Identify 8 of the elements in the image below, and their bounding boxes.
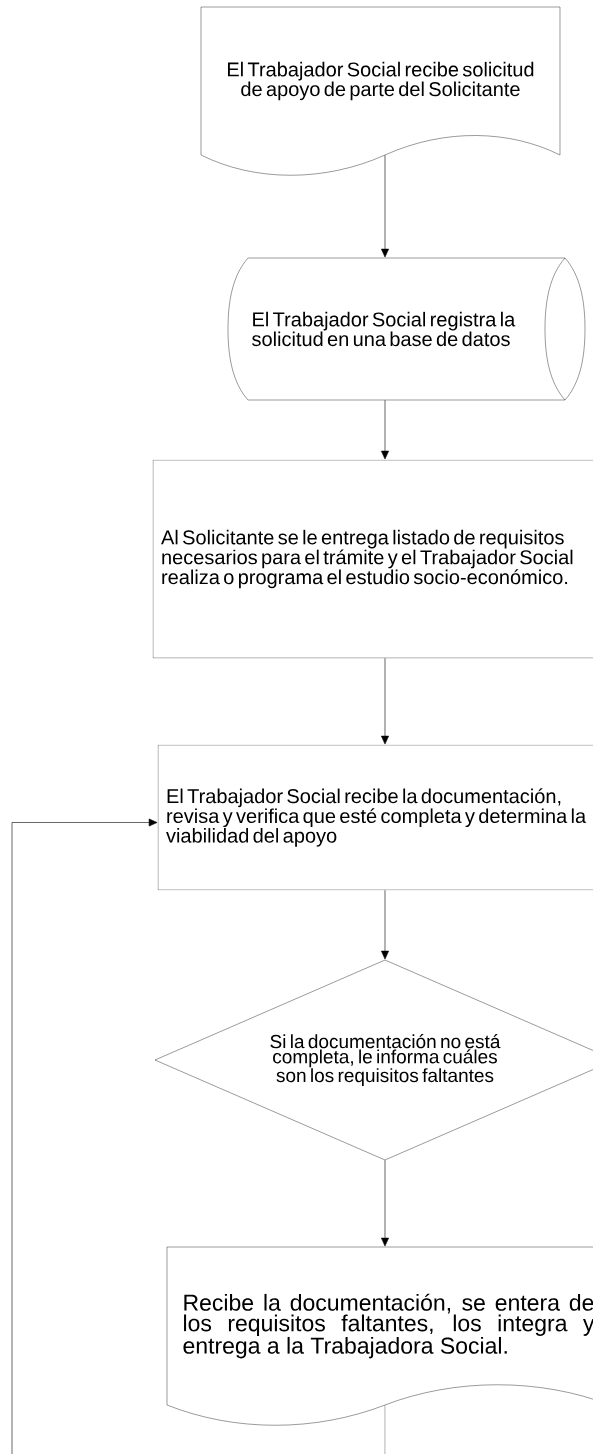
arrow xyxy=(381,154,389,258)
arrow xyxy=(381,1159,389,1247)
arrow xyxy=(381,399,389,460)
process-box: Al Solicitante se le entrega listado de requisitos necesarios para el trámite y el Trabajador Social realiza o programa el estudio socio-económico. xyxy=(152,459,593,659)
arrow xyxy=(381,657,389,745)
process-box: El Trabajador Social recibe la documentación, revisa y verifica que esté completa y determina la viabilidad del apoyo xyxy=(157,744,593,891)
arrow xyxy=(11,818,158,1454)
arrow xyxy=(381,889,389,960)
